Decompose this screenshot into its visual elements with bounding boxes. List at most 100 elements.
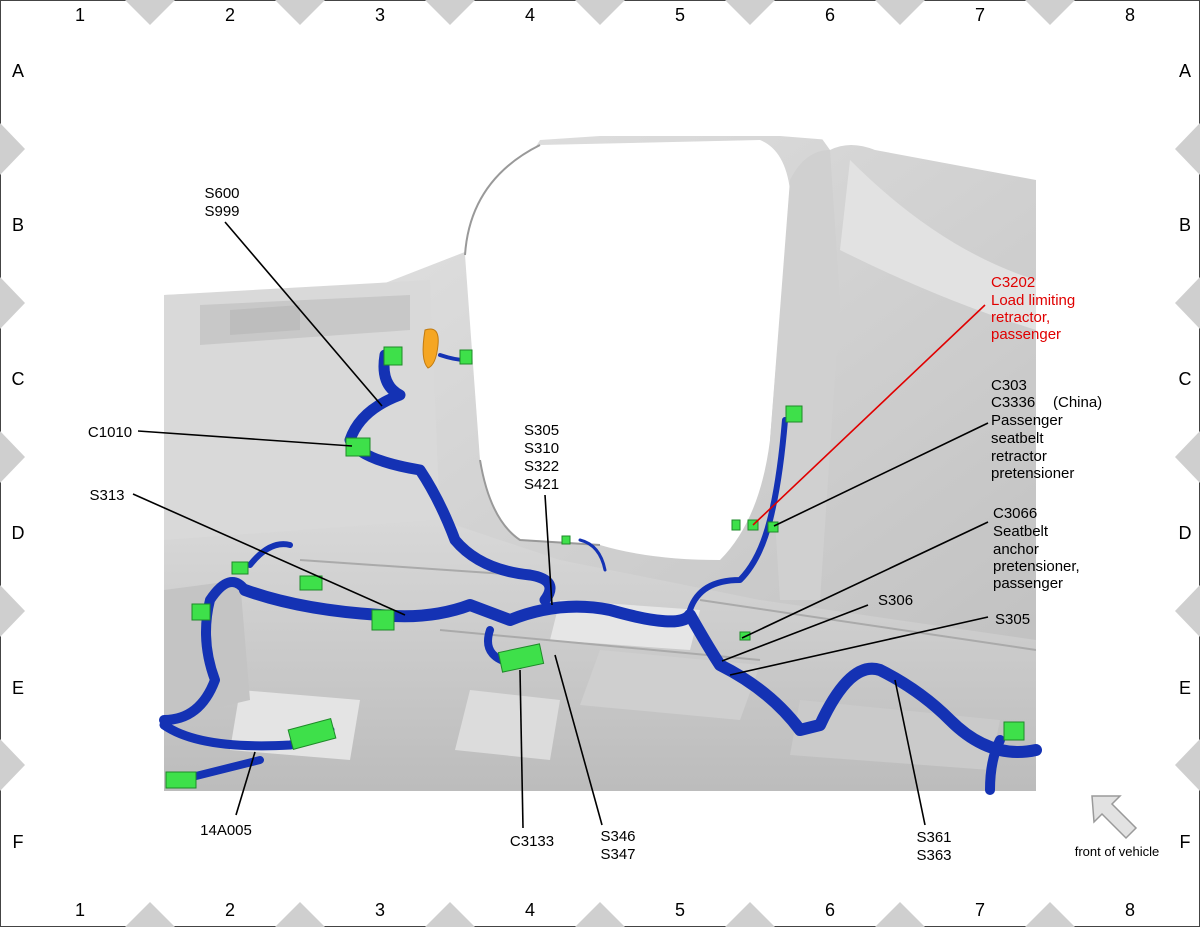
connector-floor-c	[231, 561, 249, 575]
grid-row-f-left: F	[13, 832, 24, 852]
grid-col-7-top: 7	[975, 5, 985, 25]
grid-row-a-right: A	[1179, 61, 1191, 81]
label-14a005: 14A005	[200, 822, 252, 839]
label-s999: S999	[204, 203, 239, 220]
grid-col-4-top: 4	[525, 5, 535, 25]
leader-s305	[729, 616, 989, 676]
connector-s313	[371, 609, 395, 631]
label-c3336: C3336	[991, 394, 1035, 411]
front-of-vehicle-label: front of vehicle	[1075, 844, 1160, 859]
connector-pillar-small	[731, 519, 741, 531]
connector-right-end	[1003, 721, 1025, 741]
leader-s313	[132, 493, 406, 616]
leader-s361	[894, 679, 926, 826]
grid-col-8-bottom: 8	[1125, 900, 1135, 920]
front-arrow-icon	[1091, 795, 1138, 840]
connector-top	[383, 346, 403, 366]
label-c3202-desc-2: retractor,	[991, 309, 1050, 326]
connectors	[165, 346, 1025, 789]
grid-col-2-bottom: 2	[225, 900, 235, 920]
connector-thin	[561, 535, 571, 545]
label-s347: S347	[600, 846, 635, 863]
label-c3066-desc-4: passenger	[993, 575, 1063, 592]
label-c3066: C3066	[993, 505, 1037, 522]
label-s600: S600	[204, 185, 239, 202]
grid-col-8-top: 8	[1125, 5, 1135, 25]
label-c3133: C3133	[510, 833, 554, 850]
label-c303-desc-1: Passenger	[991, 412, 1063, 429]
grid-col-5-bottom: 5	[675, 900, 685, 920]
label-c303-desc-3: retractor	[991, 448, 1047, 465]
label-c3202: C3202	[991, 274, 1035, 291]
leader-c1010	[137, 430, 353, 447]
connector-c303	[767, 521, 779, 533]
connector-floor-b	[191, 603, 211, 621]
leader-c3066	[741, 521, 989, 639]
label-c3066-desc-1: Seatbelt	[993, 523, 1049, 540]
grid-row-b-right: B	[1179, 215, 1191, 235]
harness-floor-run	[239, 584, 1042, 758]
leader-c303	[773, 422, 989, 527]
grid-col-4-bottom: 4	[525, 900, 535, 920]
label-c3202-desc-3: passenger	[991, 326, 1061, 343]
leader-14a005	[235, 751, 256, 816]
grid-row-f-right: F	[1180, 832, 1191, 852]
grid-col-7-bottom: 7	[975, 900, 985, 920]
grid-row-b-left: B	[12, 215, 24, 235]
grid-row-d-left: D	[12, 523, 25, 543]
grid-row-c-right: C	[1179, 369, 1192, 389]
connector-c1010	[345, 437, 371, 457]
grid-row-c-left: C	[12, 369, 25, 389]
connector-floor-a	[299, 575, 323, 591]
leader-s346	[554, 654, 603, 826]
connector-14a005-lower	[165, 771, 197, 789]
label-s363: S363	[916, 847, 951, 864]
label-s305-group-1: S305	[524, 422, 559, 439]
grid-col-2-top: 2	[225, 5, 235, 25]
leader-s600	[224, 221, 383, 407]
connector-pillar-top	[785, 405, 803, 423]
grid-row-e-right: E	[1179, 678, 1191, 698]
front-of-vehicle-indicator: front of vehicle	[1075, 795, 1160, 859]
grid-row-d-right: D	[1179, 523, 1192, 543]
label-c1010: C1010	[88, 424, 132, 441]
harness-left-branch	[159, 577, 250, 725]
label-s305: S305	[995, 611, 1030, 628]
label-c303: C303	[991, 377, 1027, 394]
label-s305-group-4: S421	[524, 476, 559, 493]
label-c3066-desc-2: anchor	[993, 541, 1039, 558]
harness-thin-branch	[578, 538, 607, 572]
leader-s306	[721, 604, 869, 662]
label-s313: S313	[89, 487, 124, 504]
grid-col-5-top: 5	[675, 5, 685, 25]
harness-pillar-branch	[687, 417, 788, 613]
grid-row-a-left: A	[12, 61, 24, 81]
label-s306: S306	[878, 592, 913, 609]
connector-14a005	[287, 718, 337, 750]
grid-col-1-top: 1	[75, 5, 85, 25]
label-c303-desc-4: pretensioner	[991, 465, 1074, 482]
connector-c3133	[497, 643, 545, 673]
harness-main-trunk	[344, 349, 556, 606]
label-s346: S346	[600, 828, 635, 845]
label-c303-desc-2: seatbelt	[991, 430, 1044, 447]
label-s361: S361	[916, 829, 951, 846]
grid-col-3-top: 3	[375, 5, 385, 25]
orange-component	[422, 328, 439, 369]
label-c3066-desc-3: pretensioner,	[993, 558, 1080, 575]
connector-top-right	[459, 349, 473, 365]
grid-col-6-bottom: 6	[825, 900, 835, 920]
label-china: (China)	[1053, 394, 1102, 411]
leader-lines	[132, 221, 989, 829]
grid-col-1-bottom: 1	[75, 900, 85, 920]
label-s305-group-3: S322	[524, 458, 559, 475]
leader-s305-group	[544, 494, 553, 606]
leader-c3202	[752, 304, 986, 526]
grid-col-3-bottom: 3	[375, 900, 385, 920]
grid-row-e-left: E	[12, 678, 24, 698]
harness-small-branch	[247, 541, 293, 568]
leader-c3133	[519, 669, 524, 829]
label-s305-group-2: S310	[524, 440, 559, 457]
